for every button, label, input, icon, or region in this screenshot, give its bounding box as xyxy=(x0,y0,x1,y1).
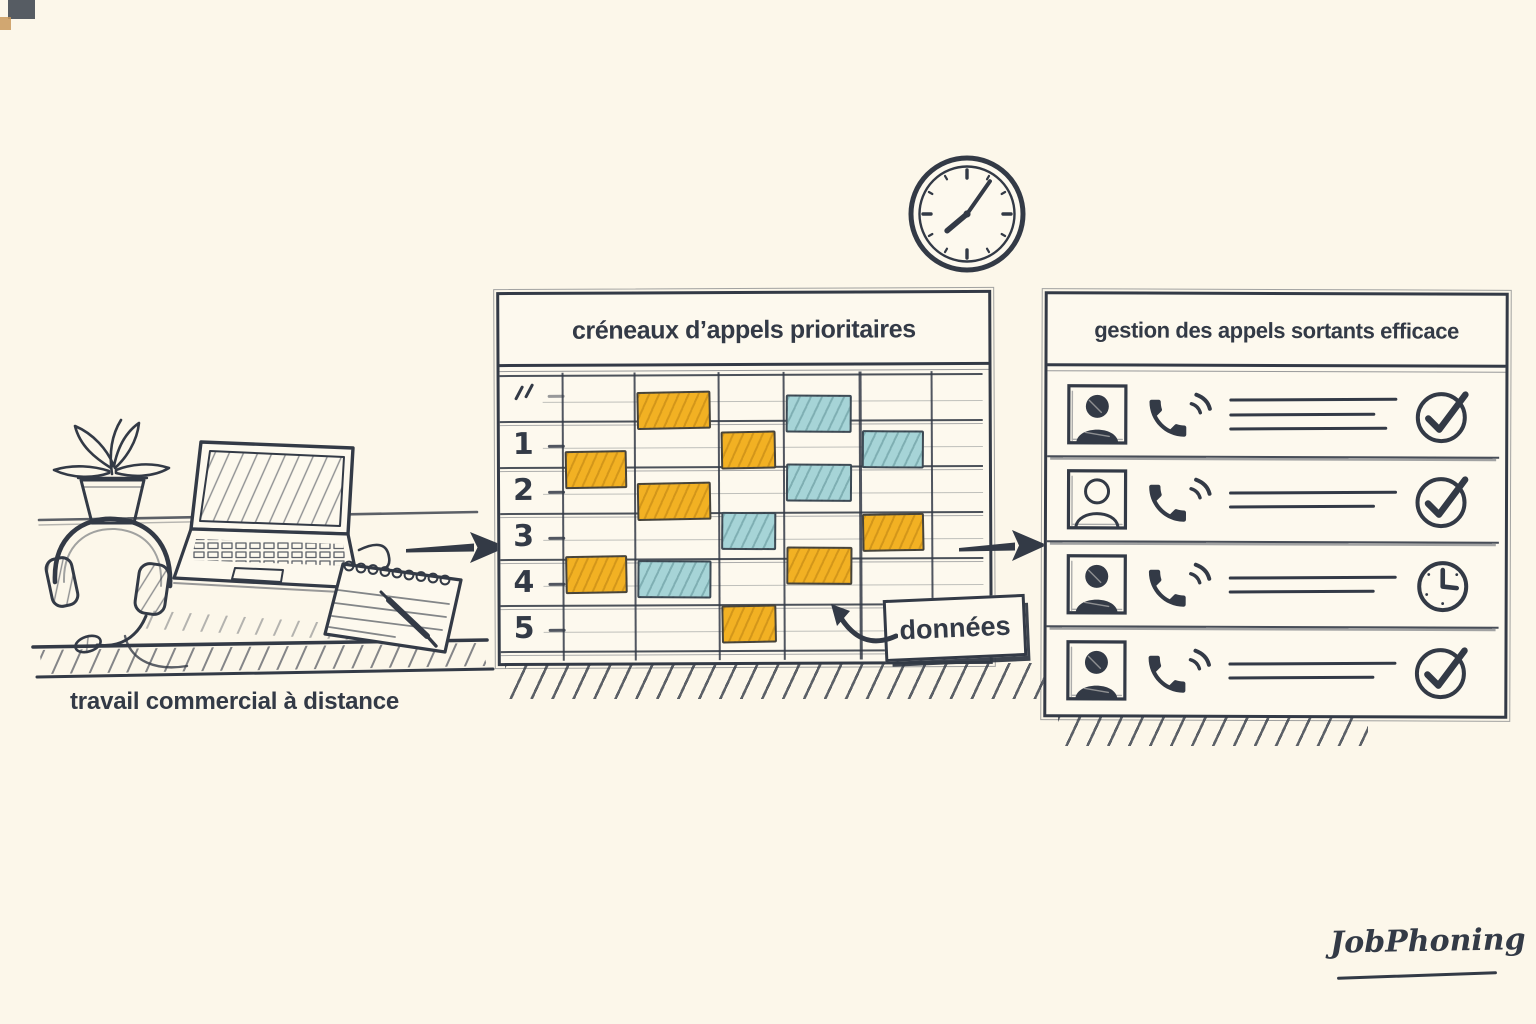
text-line xyxy=(1228,675,1375,680)
grid-line xyxy=(543,491,984,496)
arrow-right-icon xyxy=(406,532,507,563)
text-line xyxy=(1228,589,1375,594)
call-row xyxy=(1046,627,1498,714)
arrow-right-icon xyxy=(959,530,1047,561)
schedule-cell-blue xyxy=(862,430,925,469)
divider xyxy=(499,368,989,373)
phone-icon xyxy=(1138,637,1214,703)
calendar-title-band: créneaux d’appels prioritaires xyxy=(499,293,989,373)
schedule-cell-orange xyxy=(720,430,777,470)
headset-icon xyxy=(44,516,189,669)
text-line xyxy=(1229,426,1388,432)
schedule-cell-blue xyxy=(720,511,777,550)
row-label: 3 xyxy=(513,518,535,555)
person-outline-icon xyxy=(1065,467,1129,531)
outbound-panel: gestion des appels sortants efficace xyxy=(1040,288,1512,722)
text-line xyxy=(1229,412,1376,417)
row-label-dash xyxy=(547,444,565,448)
person-filled-icon xyxy=(1064,638,1128,702)
text-line xyxy=(1229,490,1398,495)
phone-icon xyxy=(1139,466,1215,532)
person-filled-icon xyxy=(1065,382,1129,446)
donnees-label: données xyxy=(882,593,1028,663)
divider xyxy=(499,362,989,368)
row-label: 5 xyxy=(513,610,535,647)
schedule-cell-orange xyxy=(721,604,777,644)
text-line xyxy=(1228,575,1397,580)
pen-icon xyxy=(379,590,438,648)
text-lines xyxy=(1228,661,1397,680)
check-icon xyxy=(1412,640,1474,702)
call-row xyxy=(1047,372,1500,459)
clock-icon xyxy=(908,155,1026,273)
text-lines xyxy=(1229,398,1398,432)
plant-icon xyxy=(52,418,171,525)
corner-artifact-orange xyxy=(0,17,11,30)
schedule-cell-orange xyxy=(636,390,711,430)
outbound-title-band: gestion des appels sortants efficace xyxy=(1047,294,1506,373)
grid-line xyxy=(543,399,983,404)
text-lines xyxy=(1228,575,1397,594)
person-filled-icon xyxy=(1065,552,1129,616)
schedule-cell-blue xyxy=(785,463,853,503)
clock-status-icon xyxy=(1413,554,1475,616)
desk-lines xyxy=(31,510,495,679)
schedule-cell-orange xyxy=(862,512,925,552)
workspace-caption: travail commercial à distance xyxy=(70,688,400,715)
row-label: 1 xyxy=(512,426,534,463)
schedule-cell-blue xyxy=(785,394,853,434)
phone-icon xyxy=(1139,381,1215,447)
call-row xyxy=(1046,542,1499,629)
row-label-dash xyxy=(548,628,566,632)
schedule-cell-blue xyxy=(637,560,712,599)
text-lines xyxy=(1228,490,1398,509)
brand-logo: JobPhoning xyxy=(1329,922,1526,961)
corner-artifact-dark xyxy=(8,0,35,19)
check-icon xyxy=(1413,384,1475,446)
notebook-icon xyxy=(323,560,463,654)
row-label-dash xyxy=(548,536,566,540)
workspace-illustration xyxy=(31,418,495,679)
laptop-icon xyxy=(172,440,391,594)
schedule-cell-orange xyxy=(564,449,628,489)
grid-line xyxy=(499,422,983,427)
text-line xyxy=(1228,661,1397,666)
check-icon xyxy=(1413,469,1475,531)
row-label: 4 xyxy=(513,564,535,601)
row-label-dash xyxy=(548,582,566,586)
logo-underline xyxy=(1336,971,1498,980)
calendar-title: créneaux d’appels prioritaires xyxy=(571,314,916,345)
grid-line xyxy=(499,372,983,378)
text-line xyxy=(1229,398,1398,403)
text-line xyxy=(1228,504,1376,509)
row-label: 2 xyxy=(512,472,535,509)
schedule-cell-orange xyxy=(786,546,853,585)
donnees-arrow-icon xyxy=(831,604,898,644)
schedule-cell-orange xyxy=(565,555,628,595)
call-row xyxy=(1046,457,1500,544)
donnees-text: données xyxy=(898,610,1012,645)
outbound-rows xyxy=(1046,372,1500,714)
divider xyxy=(1047,363,1506,368)
outbound-shadow-hatch xyxy=(1058,716,1368,746)
schedule-cell-orange xyxy=(636,481,712,521)
row-label-dash xyxy=(548,490,566,494)
outbound-title: gestion des appels sortants efficace xyxy=(1094,317,1459,344)
phone-icon xyxy=(1139,551,1215,617)
